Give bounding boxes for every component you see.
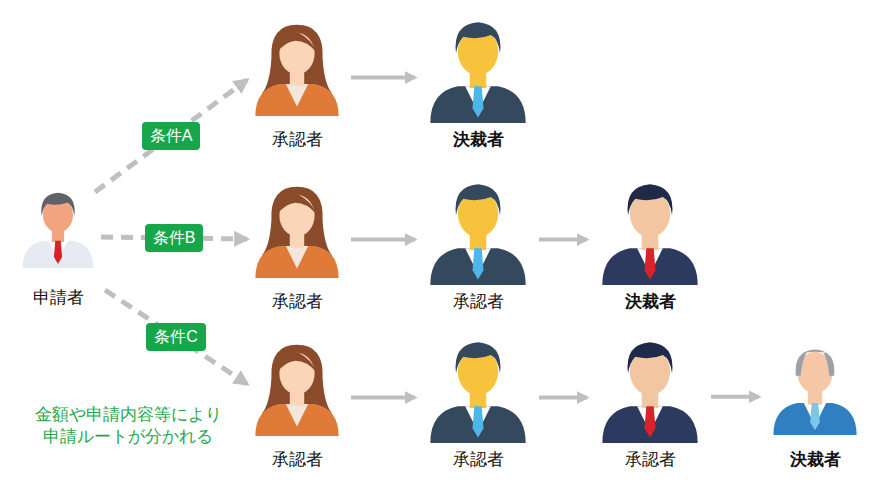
person-figure [430,22,525,123]
torso [773,403,856,435]
person-icon [423,170,533,290]
torso [430,248,525,285]
fringe [278,353,316,372]
dashed-route-arrow [95,80,247,192]
hair [796,349,835,375]
hair [456,22,501,53]
person-figure [430,342,525,443]
person-icon [249,170,345,290]
approval-arrow [351,76,415,80]
hair [262,25,332,94]
tie [54,241,62,264]
fringe [278,195,316,214]
hair [262,345,332,414]
role-label: 承認者 [272,130,323,150]
role-label: 申請者 [33,288,84,308]
approval-arrow [351,238,415,242]
person-icon [249,8,345,128]
person-node: 承認者 [245,170,349,312]
approval-arrow [539,238,587,242]
person-node: 承認者 [591,328,709,470]
route-note: 金額や申請内容等により 申請ルートが分かれる [12,404,244,448]
person-icon [423,8,533,128]
person-figure [255,187,338,278]
person-node: 決裁者 [419,8,537,150]
hair [456,184,501,215]
person-icon [767,326,863,448]
person-figure [255,345,338,436]
person-icon [595,328,705,448]
person-node: 決裁者 [763,326,867,470]
person-icon [17,168,99,286]
person-node: 承認者 [419,328,537,470]
torso [255,404,338,436]
tie [645,248,656,279]
hair [262,187,332,256]
approval-arrow [711,395,759,399]
person-icon [423,328,533,448]
hair [41,193,74,216]
torso [602,406,697,443]
role-label: 決裁者 [625,292,676,312]
person-icon [595,170,705,290]
role-label: 承認者 [453,292,504,312]
person-node: 承認者 [419,170,537,312]
shirt [286,84,308,106]
torso [430,406,525,443]
person-node: 決裁者 [591,170,709,312]
person-figure [22,193,93,268]
person-figure [430,184,525,285]
hair [456,342,501,373]
torso [22,241,93,268]
torso [255,246,338,278]
approval-arrow [351,396,415,400]
shirt [286,404,308,426]
person-node: 承認者 [245,8,349,150]
dashed-route-arrow [105,290,247,384]
torso [430,86,525,123]
person-figure [773,349,856,435]
role-label: 承認者 [272,292,323,312]
condition-tag: 条件B [145,224,204,252]
condition-tag: 条件C [146,323,206,351]
hair [628,342,673,373]
person-node: 申請者 [13,168,103,308]
person-icon [249,328,345,448]
tie [645,406,656,437]
person-figure [255,25,338,116]
role-label: 承認者 [625,450,676,470]
role-label: 決裁者 [453,130,504,150]
person-figure [602,184,697,285]
approval-arrow [539,396,587,400]
role-label: 承認者 [453,450,504,470]
role-label: 承認者 [272,450,323,470]
torso [602,248,697,285]
person-figure [602,342,697,443]
tie [473,406,484,437]
person-node: 承認者 [245,328,349,470]
role-label: 決裁者 [790,450,841,470]
shirt [286,246,308,268]
fringe [278,33,316,52]
hair [628,184,673,215]
tie [473,248,484,279]
torso [255,84,338,116]
tie [810,403,820,430]
condition-tag: 条件A [142,122,201,150]
tie [473,86,484,117]
